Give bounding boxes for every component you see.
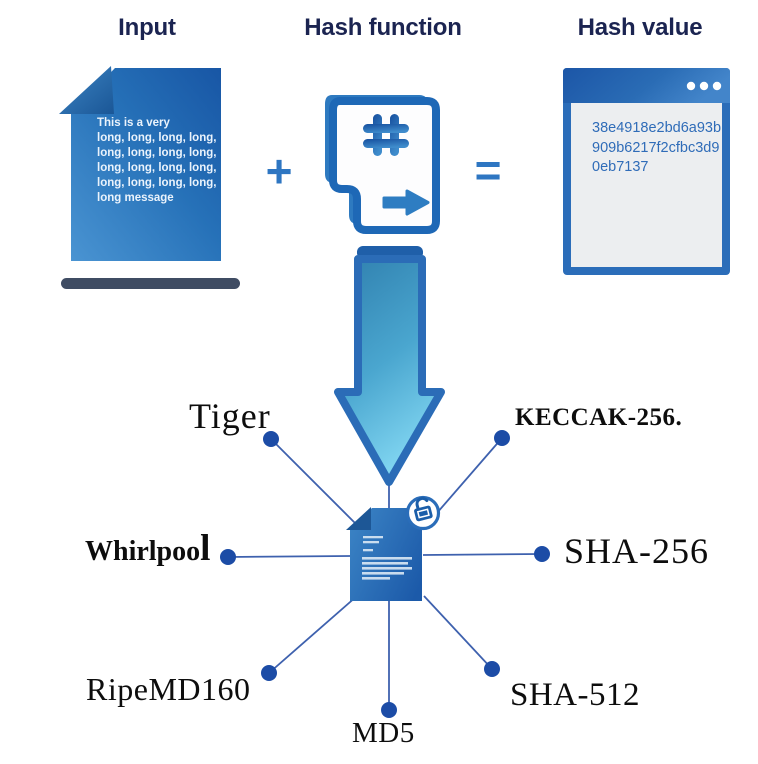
node-dot [484, 661, 500, 677]
node-dot [534, 546, 550, 562]
input-document-icon [59, 66, 240, 289]
node-dot [263, 431, 279, 447]
secure-document-icon [346, 495, 441, 601]
algorithm-label-keccak-256: KECCAK-256. [515, 404, 683, 431]
connection-lines [227, 437, 543, 710]
connection-line [268, 595, 358, 674]
padlock-badge [405, 495, 441, 531]
algorithm-label-sha-256: SHA-256 [564, 531, 710, 571]
hash-value-window [563, 68, 730, 275]
plus-operator: + [265, 145, 293, 197]
node-dot [220, 549, 236, 565]
connection-line [423, 595, 493, 670]
document-underline [61, 278, 240, 289]
hash-function-title: Hash function [304, 14, 462, 41]
input-title: Input [118, 14, 176, 41]
connection-line [270, 438, 356, 524]
padlock-icon [414, 496, 433, 522]
hash-value-title: Hash value [577, 14, 703, 41]
window-menu-dots-icon [686, 81, 722, 91]
input-document-text: This is a very long, long, long, long, l… [97, 117, 217, 204]
document-page [71, 68, 221, 261]
hash-function-icon [325, 95, 440, 259]
arrow-right-icon [382, 189, 430, 216]
algorithm-label-ripemd160: RipeMD160 [86, 671, 251, 707]
node-dots [220, 430, 550, 718]
hash-value-text: 38e4918e2bd6a93b 909b6217f2cfbc3d9 0eb71… [592, 120, 722, 175]
node-dot [381, 702, 397, 718]
hash-symbol-icon [363, 114, 409, 156]
document-text-lines [362, 536, 412, 580]
document-fold [59, 66, 114, 114]
whirlpool-text: Whirlpoo [85, 536, 201, 567]
window-body [571, 103, 722, 267]
equals-operator: = [474, 144, 502, 196]
down-arrow-icon [334, 255, 445, 486]
secure-document-fold [346, 507, 371, 530]
window-titlebar [563, 68, 730, 103]
algorithm-label-tiger: Tiger [189, 396, 271, 436]
algorithm-label-sha-512: SHA-512 [510, 677, 641, 713]
whirlpool-last-letter: l [200, 528, 211, 569]
connection-line [429, 437, 503, 522]
node-dot [494, 430, 510, 446]
node-dot [261, 665, 277, 681]
page-outline [329, 97, 440, 234]
algorithm-label-md5: MD5 [352, 717, 415, 749]
connection-line [422, 553, 543, 556]
connection-line [227, 555, 351, 558]
